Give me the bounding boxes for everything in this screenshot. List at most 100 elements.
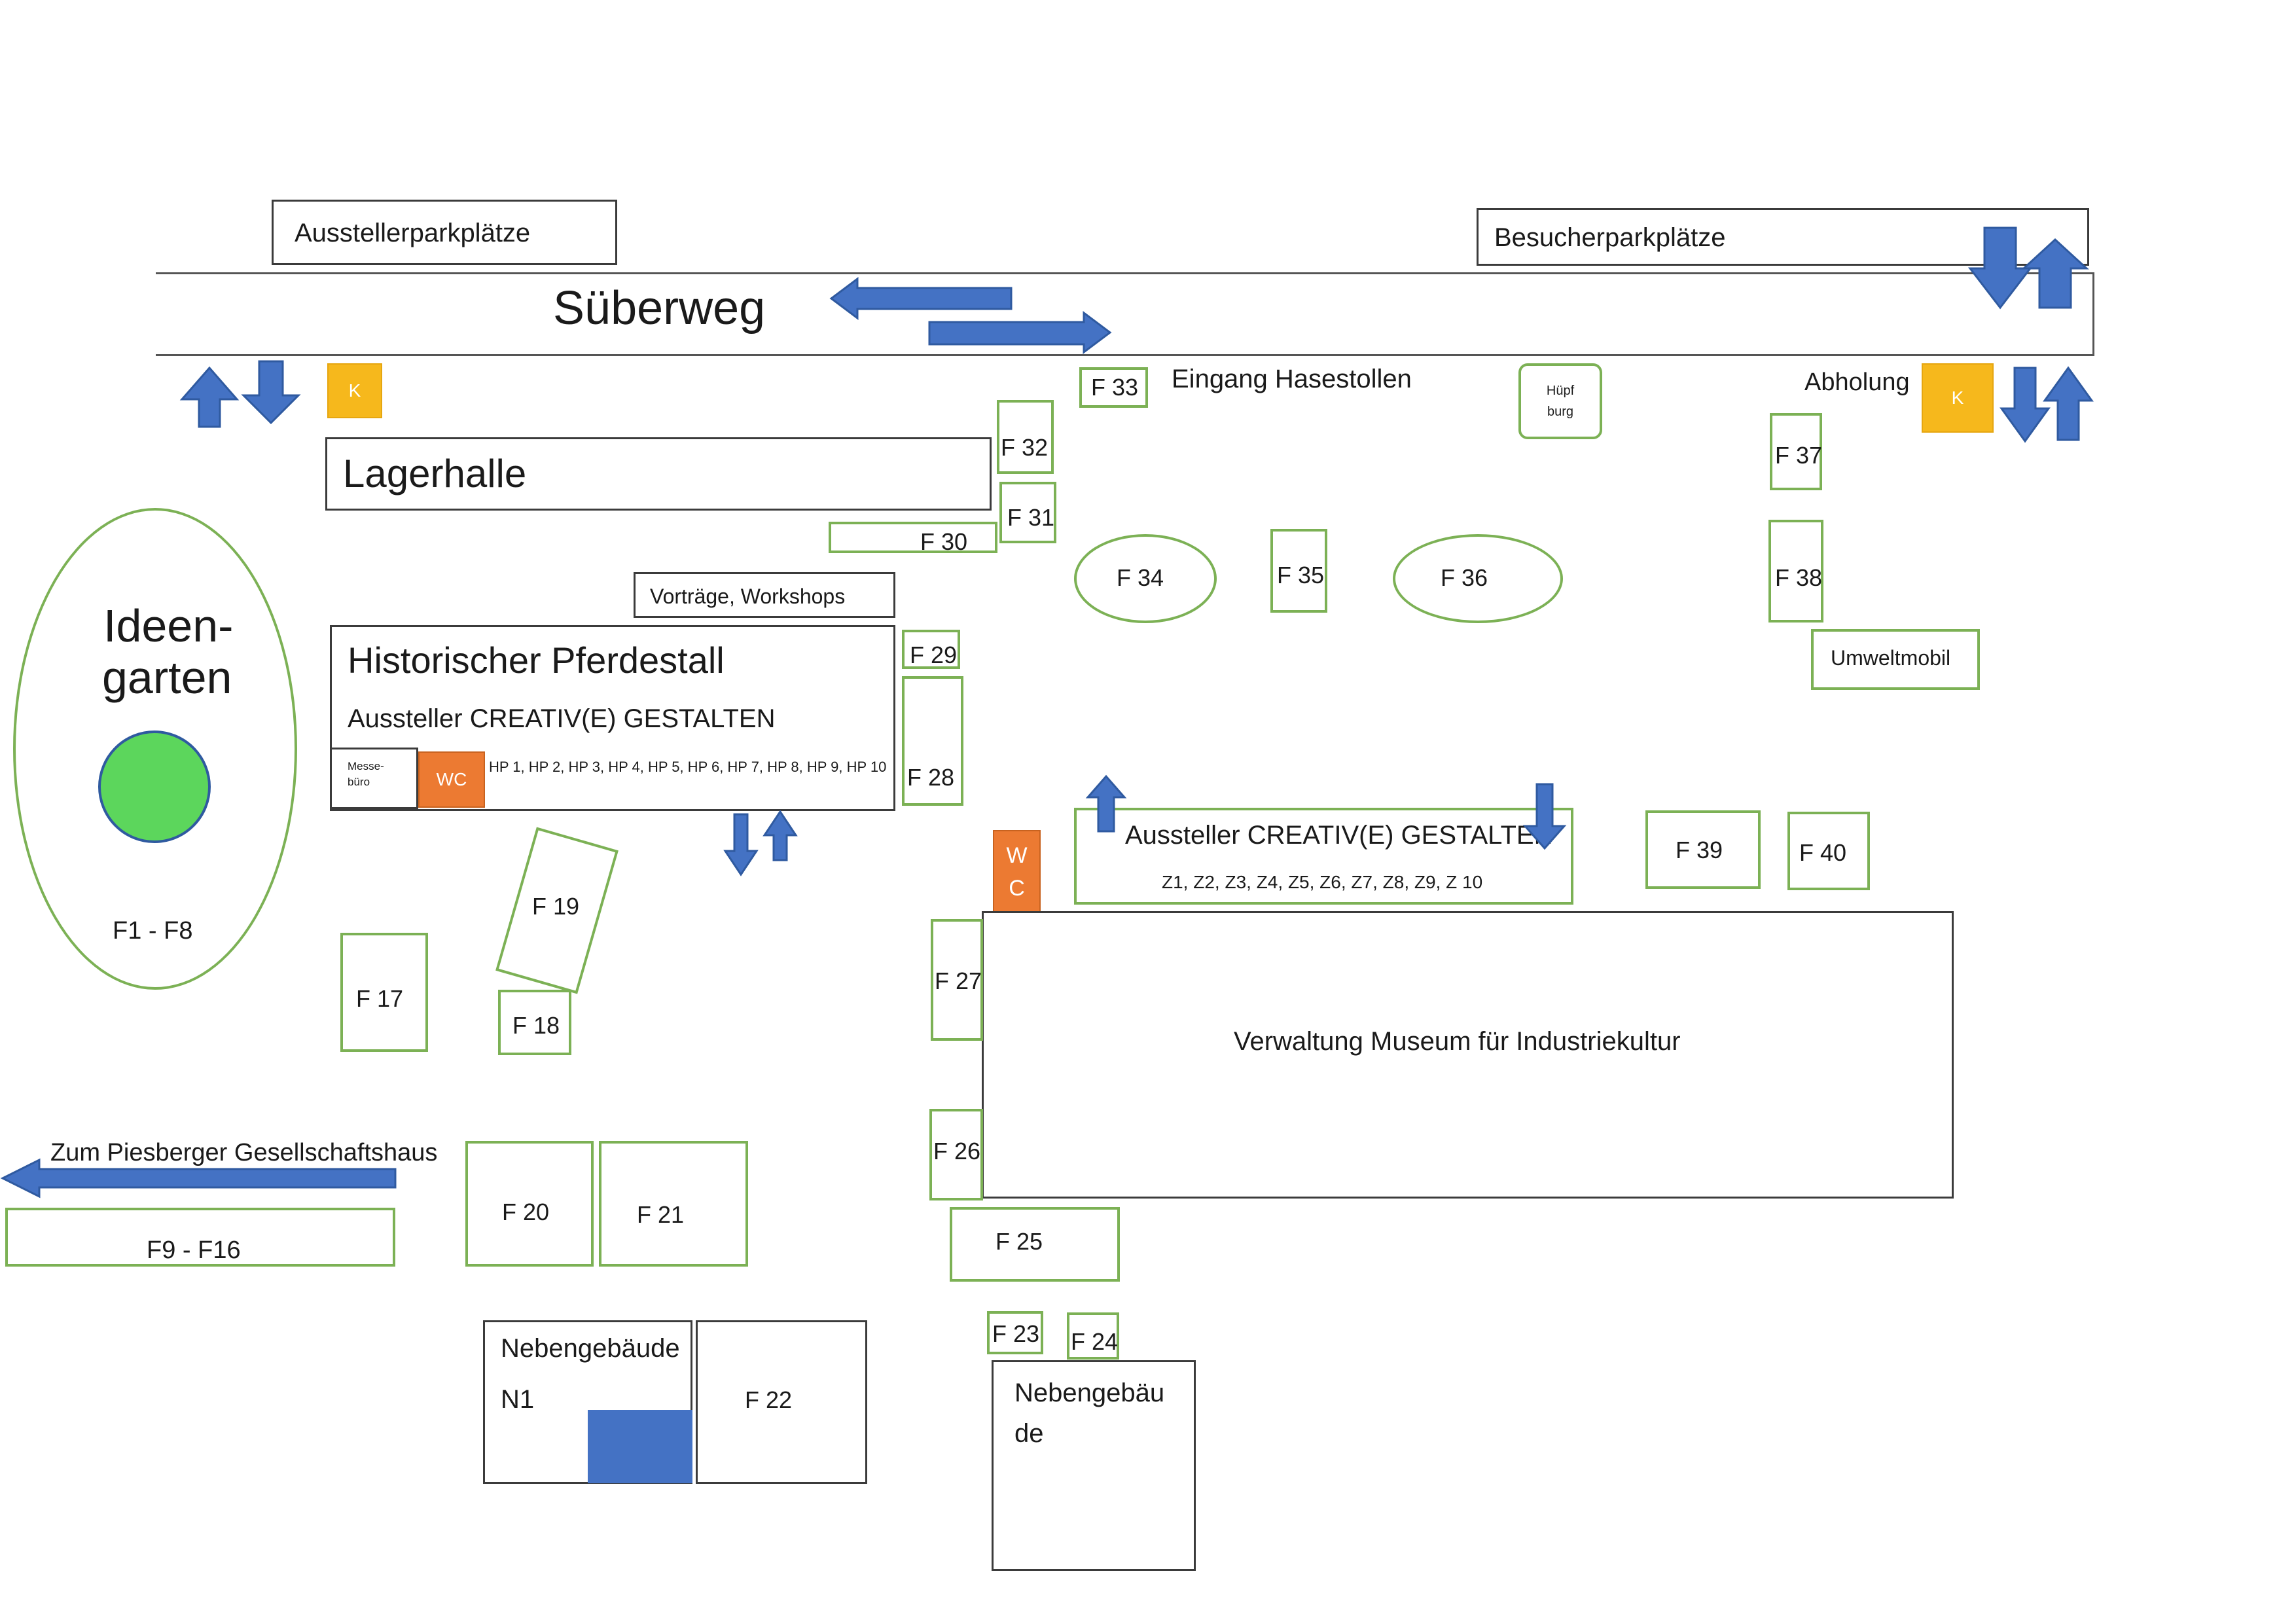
arrow-up-parking-icon bbox=[2021, 238, 2089, 309]
kiosk-right: K bbox=[1922, 363, 1994, 433]
stand-f20: F 20 bbox=[465, 1141, 594, 1267]
stand-f17-label: F 17 bbox=[356, 985, 404, 1012]
stand-f23: F 23 bbox=[987, 1311, 1043, 1354]
wc-pferdestall: WC bbox=[418, 751, 485, 808]
huepfburg-line2: burg bbox=[1547, 405, 1574, 419]
visitor-parking-label: Besucherparkplätze bbox=[1494, 223, 1726, 252]
stand-f37-label: F 37 bbox=[1775, 442, 1823, 469]
stand-f19-label: F 19 bbox=[532, 893, 580, 920]
exhibition-office: Messe- büro bbox=[332, 748, 418, 809]
n1-code: N1 bbox=[501, 1385, 535, 1414]
stand-f37: F 37 bbox=[1770, 413, 1822, 490]
nebengebaeude-line2: de bbox=[1014, 1419, 1044, 1448]
office-line1: Messe- bbox=[348, 760, 384, 772]
arrow-up-kiosk-icon bbox=[2043, 366, 2094, 441]
stand-f40: F 40 bbox=[1787, 812, 1870, 890]
arrow-down-stall-icon bbox=[723, 813, 759, 876]
kiosk-left: K bbox=[327, 363, 382, 418]
stand-f18: F 18 bbox=[498, 990, 571, 1055]
ideengarten-title-line2: garten bbox=[102, 652, 232, 703]
stand-f39-label: F 39 bbox=[1676, 837, 1723, 863]
arrow-down-parking-icon bbox=[1967, 226, 2033, 310]
kiosk-left-label: K bbox=[348, 380, 361, 401]
stand-f34 bbox=[1074, 534, 1217, 623]
exhibitor-parking: Ausstellerparkplätze bbox=[272, 200, 617, 265]
gesellschaftshaus-label: Zum Piesberger Gesellschaftshaus bbox=[50, 1139, 438, 1166]
umweltmobil-label: Umweltmobil bbox=[1831, 646, 1951, 670]
stand-f35-label: F 35 bbox=[1277, 562, 1325, 588]
stand-f25-label: F 25 bbox=[996, 1228, 1043, 1255]
ideengarten-title-line1: Ideen- bbox=[103, 600, 234, 651]
arrow-down-kiosk-icon bbox=[2000, 367, 2051, 443]
stand-f22: F 22 bbox=[696, 1320, 867, 1484]
arrow-to-gesellschaftshaus-icon bbox=[0, 1158, 397, 1199]
kiosk-right-label: K bbox=[1951, 388, 1964, 408]
n1-blue-block bbox=[588, 1410, 692, 1483]
stand-f22-label: F 22 bbox=[745, 1386, 793, 1413]
stand-f31-label: F 31 bbox=[1007, 504, 1055, 531]
stand-f17: F 17 bbox=[340, 933, 428, 1052]
arrow-up-tent-icon bbox=[1085, 774, 1127, 833]
pferdestall: Historischer Pferdestall Aussteller CREA… bbox=[330, 625, 895, 811]
ideengarten bbox=[13, 508, 297, 990]
stand-f38-label: F 38 bbox=[1775, 564, 1823, 591]
stand-f33: F 33 bbox=[1079, 367, 1148, 408]
stand-f29-label: F 29 bbox=[910, 641, 958, 668]
creative-tent: Aussteller CREATIV(E) GESTALTEN Z1, Z2, … bbox=[1074, 808, 1573, 905]
stand-f33-label: F 33 bbox=[1091, 374, 1139, 401]
nebengebaeude-line1: Nebengebäu bbox=[1014, 1379, 1165, 1407]
stand-f30-label: F 30 bbox=[920, 528, 968, 555]
arrow-down-tent-icon bbox=[1522, 783, 1567, 850]
arrow-right-road-icon bbox=[928, 311, 1112, 354]
office-line2: büro bbox=[348, 776, 370, 788]
stand-f27: F 27 bbox=[931, 919, 983, 1041]
stand-f40-label: F 40 bbox=[1799, 839, 1847, 866]
stand-f21: F 21 bbox=[599, 1141, 748, 1267]
wc-museum-line2: C bbox=[1009, 876, 1025, 901]
pferdestall-title: Historischer Pferdestall bbox=[348, 640, 725, 681]
wc-museum: W C bbox=[993, 830, 1041, 912]
huepfburg-line1: Hüpf bbox=[1546, 384, 1575, 398]
museum-administration: Verwaltung Museum für Industriekultur bbox=[982, 911, 1954, 1199]
huepfburg: Hüpf burg bbox=[1518, 363, 1602, 439]
entrance-label: Eingang Hasestollen bbox=[1172, 365, 1412, 393]
lectures-box: Vorträge, Workshops bbox=[634, 572, 895, 618]
pferdestall-subtitle: Aussteller CREATIV(E) GESTALTEN bbox=[348, 704, 776, 733]
arrow-left-road-icon bbox=[829, 277, 1013, 320]
road-name: Süberweg bbox=[553, 282, 766, 334]
stand-f32: F 32 bbox=[997, 400, 1054, 474]
stand-f23-label: F 23 bbox=[992, 1320, 1040, 1347]
arrow-up-left-icon bbox=[179, 366, 240, 428]
stand-f31: F 31 bbox=[999, 482, 1056, 543]
stand-f21-label: F 21 bbox=[637, 1201, 685, 1228]
gesellschaftshaus-stands: F9 - F16 bbox=[147, 1236, 241, 1264]
arrow-down-left-icon bbox=[241, 360, 301, 425]
stand-f24: F 24 bbox=[1067, 1312, 1119, 1360]
stand-f36 bbox=[1393, 534, 1563, 623]
wc-pferdestall-label: WC bbox=[436, 769, 467, 789]
exhibitor-parking-label: Ausstellerparkplätze bbox=[295, 219, 531, 247]
stand-f29: F 29 bbox=[902, 630, 960, 669]
nebengebaeude-n1: Nebengebäude N1 bbox=[483, 1320, 692, 1484]
stand-f28: F 28 bbox=[902, 676, 963, 806]
stand-f24-label: F 24 bbox=[1071, 1328, 1119, 1355]
stand-f28-label: F 28 bbox=[907, 764, 955, 791]
umweltmobil: Umweltmobil bbox=[1811, 629, 1980, 690]
gesellschaftshaus-stands-box: F9 - F16 bbox=[5, 1208, 395, 1267]
pickup-label: Abholung bbox=[1804, 369, 1910, 396]
stand-f35: F 35 bbox=[1270, 529, 1327, 613]
pferdestall-stands: HP 1, HP 2, HP 3, HP 4, HP 5, HP 6, HP 7… bbox=[489, 759, 887, 775]
n1-title: Nebengebäude bbox=[501, 1334, 680, 1363]
lagerhalle: Lagerhalle bbox=[325, 437, 992, 511]
lagerhalle-label: Lagerhalle bbox=[343, 452, 527, 496]
creative-tent-stands: Z1, Z2, Z3, Z4, Z5, Z6, Z7, Z8, Z9, Z 10 bbox=[1162, 872, 1483, 892]
stand-f18-label: F 18 bbox=[512, 1012, 560, 1039]
museum-label: Verwaltung Museum für Industriekultur bbox=[1234, 1027, 1681, 1056]
stand-f36-label: F 36 bbox=[1441, 564, 1488, 591]
arrow-up-stall-icon bbox=[762, 810, 798, 861]
creative-tent-title: Aussteller CREATIV(E) GESTALTEN bbox=[1125, 821, 1553, 850]
stand-f25: F 25 bbox=[950, 1207, 1120, 1282]
stand-f30: F 30 bbox=[829, 522, 997, 555]
stand-f32-label: F 32 bbox=[1001, 434, 1049, 461]
